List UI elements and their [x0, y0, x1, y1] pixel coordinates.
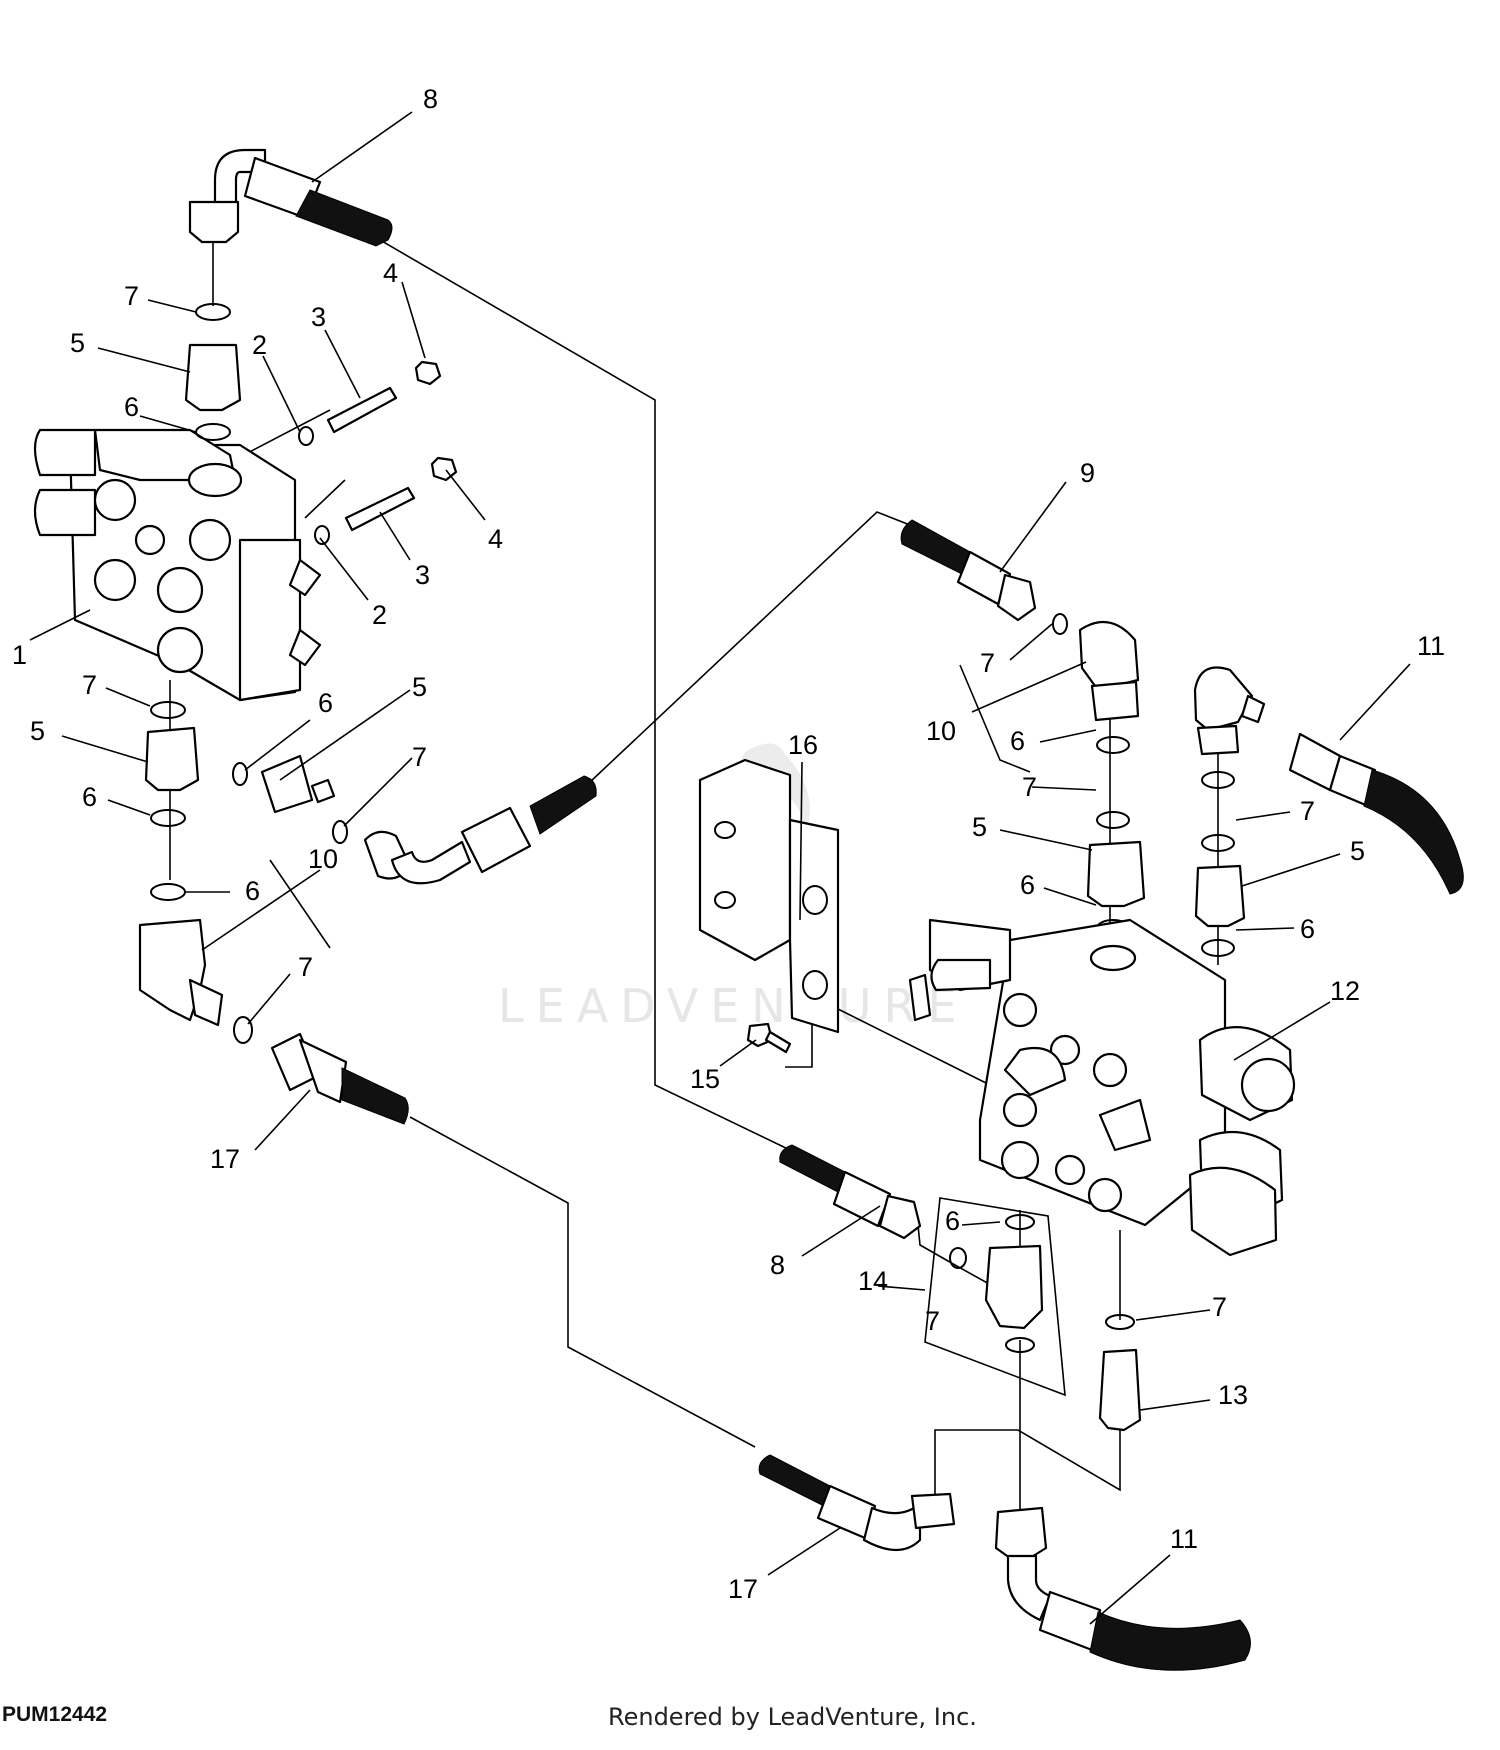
- callout-8: 8: [770, 1250, 785, 1280]
- valve-1: [33, 428, 322, 702]
- callout-2: 2: [372, 600, 387, 630]
- hose-11-lower: [994, 1506, 1251, 1671]
- hose-8-lower: [779, 1144, 922, 1240]
- callout-6: 6: [82, 782, 97, 812]
- callout-7: 7: [1022, 772, 1037, 802]
- callout-6: 6: [1300, 914, 1315, 944]
- callout-6: 6: [318, 688, 333, 718]
- callout-4: 4: [488, 524, 503, 554]
- callout-8: 8: [423, 84, 438, 114]
- connection-lines: [169, 238, 1219, 1520]
- callout-5: 5: [30, 716, 45, 746]
- callout-7: 7: [1300, 796, 1315, 826]
- callout-6: 6: [1010, 726, 1025, 756]
- callout-1: 1: [12, 640, 27, 670]
- fitting-14-box: [924, 1197, 1066, 1397]
- fitting-middle: [232, 754, 597, 885]
- callout-4: 4: [383, 258, 398, 288]
- hose-17-left: [270, 1032, 409, 1125]
- callout-10: 10: [308, 844, 338, 874]
- callout-12: 12: [1330, 976, 1360, 1006]
- callout-13: 13: [1218, 1380, 1248, 1410]
- bracket-16: [698, 758, 840, 1034]
- callout-16: 16: [788, 730, 818, 760]
- callout-numbers: 8 7 4 5 2 3 6 4 3 2 1 7 5 6 5 6 7 6 10 7…: [12, 84, 1445, 1604]
- watermark-text: LEADVENTURE: [498, 979, 969, 1033]
- callout-7: 7: [298, 952, 313, 982]
- callout-6: 6: [124, 392, 139, 422]
- hose-8-top: [188, 148, 393, 247]
- elbow-11-right: [1193, 666, 1464, 957]
- callout-11: 11: [1417, 631, 1445, 661]
- callout-17: 17: [728, 1574, 758, 1604]
- figure-id-label: PUM12442: [2, 1703, 108, 1726]
- callout-leaders: [29, 111, 1411, 1625]
- valve-12: [908, 918, 1296, 1257]
- callout-5: 5: [1350, 836, 1365, 866]
- callout-5: 5: [70, 328, 85, 358]
- callout-15: 15: [690, 1064, 720, 1094]
- fitting-stack-left-lower: [138, 701, 253, 1044]
- elbow-10-right: [1078, 620, 1146, 937]
- callout-3: 3: [415, 560, 430, 590]
- hose-9: [900, 519, 1068, 635]
- fitting-stack-left-upper: [184, 303, 242, 441]
- callout-14: 14: [858, 1266, 888, 1296]
- callout-5: 5: [412, 672, 427, 702]
- callout-7: 7: [412, 742, 427, 772]
- callout-7: 7: [124, 281, 139, 311]
- fitting-13: [1098, 1314, 1142, 1432]
- credit-text: Rendered by LeadVenture, Inc.: [608, 1703, 977, 1731]
- callout-5: 5: [972, 812, 987, 842]
- callout-6: 6: [245, 876, 260, 906]
- callout-6: 6: [1020, 870, 1035, 900]
- callout-3: 3: [311, 302, 326, 332]
- callout-10: 10: [926, 716, 956, 746]
- hose-17-right: [758, 1454, 956, 1551]
- callout-11: 11: [1170, 1524, 1198, 1554]
- callout-7: 7: [925, 1306, 940, 1336]
- callout-6: 6: [945, 1206, 960, 1236]
- callout-17: 17: [210, 1144, 240, 1174]
- studs-2-3-4: [298, 360, 458, 545]
- callout-9: 9: [1080, 458, 1095, 488]
- callout-2: 2: [252, 330, 267, 360]
- callout-7: 7: [980, 648, 995, 678]
- callout-7: 7: [1212, 1292, 1227, 1322]
- callout-7: 7: [82, 670, 97, 700]
